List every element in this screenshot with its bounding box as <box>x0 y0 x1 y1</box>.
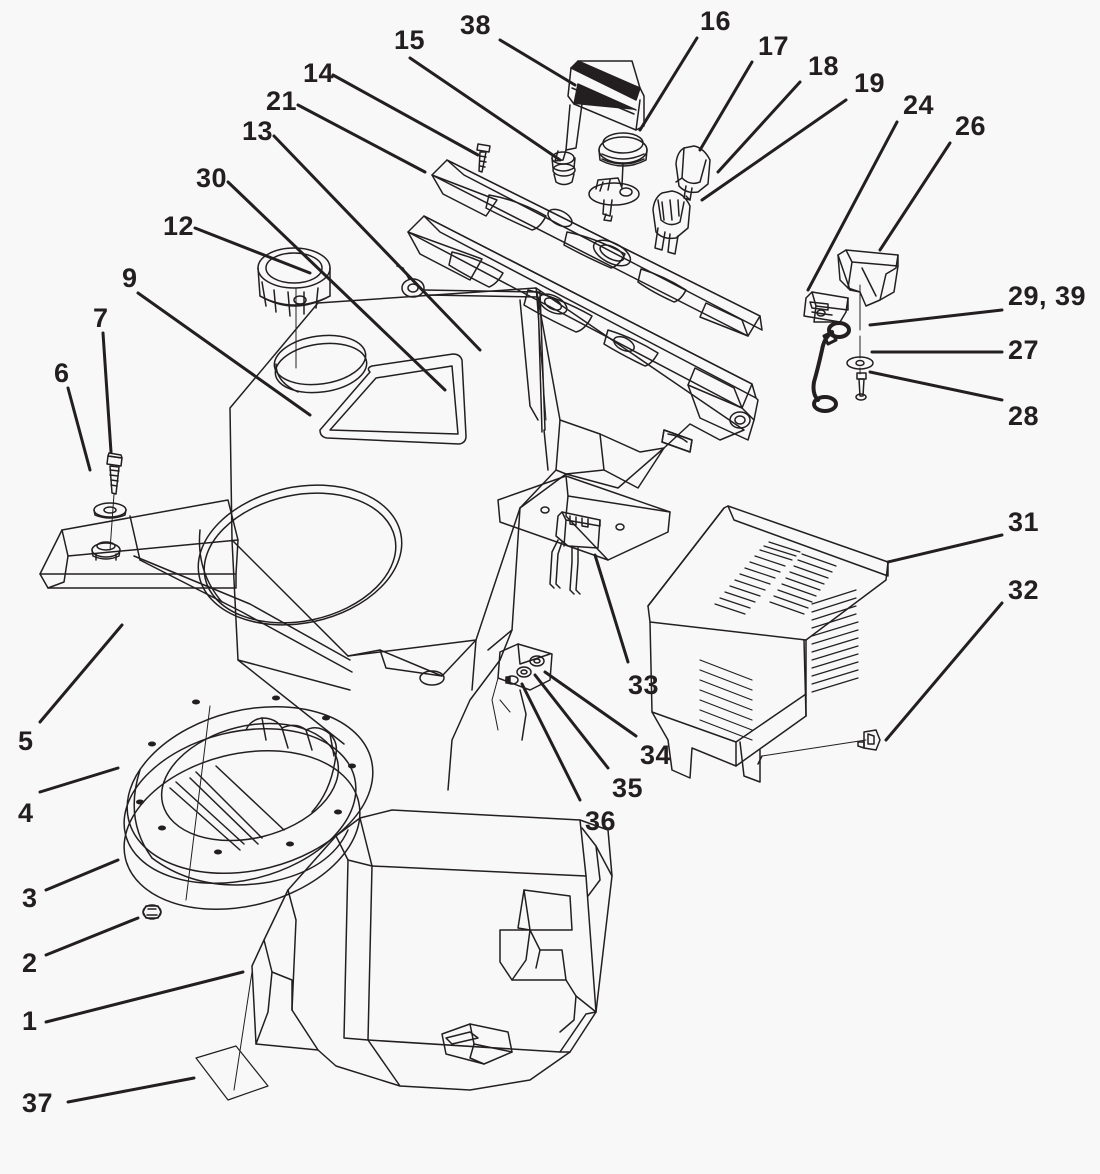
callout-30[interactable]: 30 <box>196 163 228 193</box>
callout-19[interactable]: 19 <box>854 68 886 98</box>
selector-knob-16 <box>598 132 648 187</box>
cover-clip-32 <box>757 729 881 765</box>
main-housing-9 <box>197 287 745 791</box>
relay-block-26 <box>837 249 899 307</box>
terminal-cluster <box>491 643 553 741</box>
callout-1[interactable]: 1 <box>22 1006 38 1036</box>
callout-17[interactable]: 17 <box>758 31 790 61</box>
callout-5[interactable]: 5 <box>18 726 34 756</box>
callout-13[interactable]: 13 <box>242 116 274 146</box>
switch-cap-19 <box>652 190 691 255</box>
callout-21[interactable]: 21 <box>266 86 298 116</box>
knob-insert-17 <box>588 177 640 222</box>
screw-28 <box>855 372 867 401</box>
switch-cap-18 <box>675 145 711 201</box>
ground-strap-29-39 <box>811 321 851 413</box>
nut-2 <box>142 904 162 920</box>
thermostat-bushing-15 <box>551 151 576 186</box>
louvered-cover-31 <box>647 505 889 783</box>
lower-housing-1 <box>251 809 613 1091</box>
relay-bracket-24 <box>803 291 849 323</box>
leader-lines <box>38 36 1004 1104</box>
callout-28[interactable]: 28 <box>1008 401 1040 431</box>
callout-31[interactable]: 31 <box>1008 507 1040 537</box>
callout-26[interactable]: 26 <box>955 111 987 141</box>
callout-18[interactable]: 18 <box>808 51 840 81</box>
callout-35[interactable]: 35 <box>612 773 644 803</box>
callout-12[interactable]: 12 <box>163 211 195 241</box>
blower-wheel-3 <box>123 705 361 911</box>
thermostat-control-38 <box>554 60 645 162</box>
panel-screw-14 <box>476 143 491 173</box>
grommet-6 <box>91 541 121 561</box>
callout-34[interactable]: 34 <box>640 740 672 770</box>
callout-15[interactable]: 15 <box>394 25 426 55</box>
callout-7[interactable]: 7 <box>93 303 109 333</box>
callout-3[interactable]: 3 <box>22 883 38 913</box>
filter-cap-12 <box>257 247 331 369</box>
callout-6[interactable]: 6 <box>54 358 70 388</box>
callout-4[interactable]: 4 <box>18 798 34 828</box>
callout-9[interactable]: 9 <box>122 263 138 293</box>
screw-7 <box>106 452 123 551</box>
callout-32[interactable]: 32 <box>1008 575 1040 605</box>
washer-under-screw <box>93 502 127 519</box>
callout-33[interactable]: 33 <box>628 670 660 700</box>
mounting-bracket-5 <box>39 499 353 673</box>
callout-36[interactable]: 36 <box>585 806 617 836</box>
callout-27[interactable]: 27 <box>1008 335 1040 365</box>
callout-16[interactable]: 16 <box>700 6 732 36</box>
callout-24[interactable]: 24 <box>903 90 935 120</box>
callout-37[interactable]: 37 <box>22 1088 54 1118</box>
washer-27 <box>846 356 874 370</box>
control-panel-bezel-group <box>396 159 763 453</box>
callout-29-39[interactable]: 29, 39 <box>1008 281 1087 311</box>
wiring-connector-33 <box>549 511 601 595</box>
callout-14[interactable]: 14 <box>303 58 335 88</box>
callout-38[interactable]: 38 <box>460 10 492 40</box>
callout-2[interactable]: 2 <box>22 948 38 978</box>
nameplate-label-37 <box>195 971 269 1101</box>
